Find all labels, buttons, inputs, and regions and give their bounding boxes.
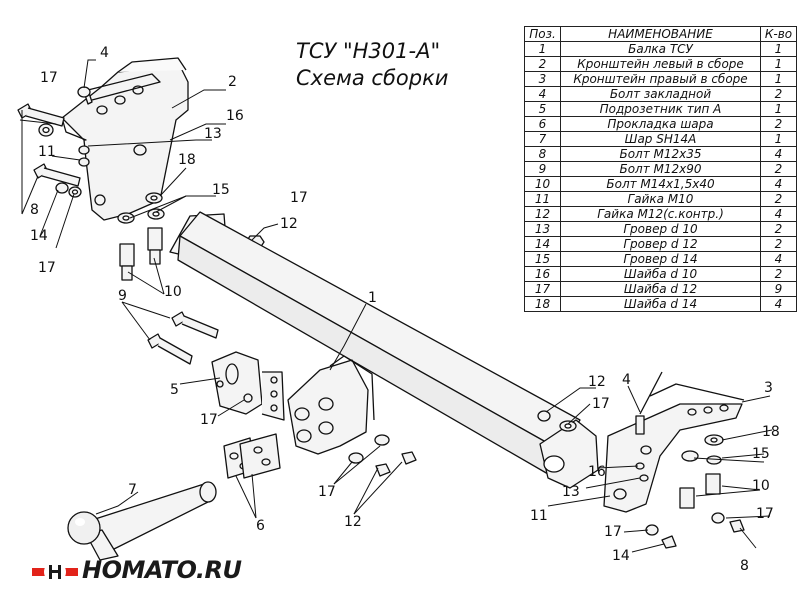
callout-10-right: 10 [752, 478, 770, 494]
callout-17-center: 17 [318, 484, 336, 500]
callout-8-left: 8 [30, 202, 39, 218]
callout-16-left: 16 [226, 108, 244, 124]
callout-13-right: 13 [562, 484, 580, 500]
callout-6: 6 [256, 518, 265, 534]
callout-13-left: 13 [204, 126, 222, 142]
diagram-title: ТСУ "H301-A" Схема сборки [296, 38, 496, 92]
cell-name: Шайба d 14 [560, 296, 761, 312]
right-bracket [603, 383, 745, 513]
callout-17-right-low: 17 [604, 524, 622, 540]
socket-holder [211, 351, 285, 421]
callout-12-right: 12 [588, 374, 606, 390]
callout-11-left: 11 [38, 144, 56, 160]
callout-17-right-bolt: 17 [756, 506, 774, 522]
callout-4-left: 4 [100, 45, 109, 61]
cell-qty: 4 [760, 296, 797, 312]
cell-name: Кронштейн левый в сборе [560, 56, 761, 72]
callout-3: 3 [764, 380, 773, 396]
callout-17-right-top: 17 [592, 396, 610, 412]
brand-name: HOMATO.RU [82, 556, 242, 584]
callout-10-left: 10 [164, 284, 182, 300]
callout-1: 1 [368, 290, 377, 306]
left-closing-bolt [77, 73, 161, 105]
cell-name: Болт М12х90 [560, 161, 761, 177]
right-closing-bolt [635, 371, 663, 435]
cell-pos: 11 [524, 191, 561, 207]
leader-lines [19, 59, 773, 553]
callout-12-center: 12 [344, 514, 362, 530]
center-nut-set [348, 434, 417, 477]
header-pos: Поз. [524, 26, 561, 42]
cell-name: Болт М14х1,5х40 [560, 176, 761, 192]
beam-mount-plate [287, 355, 375, 455]
title-model: ТСУ "H301-A" [296, 39, 441, 63]
callout-17-left-low: 17 [38, 260, 56, 276]
callout-16-right: 16 [588, 464, 606, 480]
callout-5: 5 [170, 382, 179, 398]
callout-14-left: 14 [30, 228, 48, 244]
right-fasteners [537, 410, 745, 549]
left-bolt-set [117, 192, 165, 281]
parts-table-header: Поз. НАИМЕНОВАНИЕ К-во [524, 26, 797, 42]
callout-9: 9 [118, 288, 127, 304]
cell-qty: 2 [760, 236, 797, 252]
callout-17-left-top: 17 [40, 70, 58, 86]
callout-numbers: 4 2 16 13 17 11 18 15 17 12 8 14 17 10 9… [30, 45, 780, 574]
callout-4-right: 4 [622, 372, 631, 388]
callout-18-right: 18 [762, 424, 780, 440]
tow-ball [67, 481, 217, 561]
title-subtitle: Схема сборки [296, 66, 449, 90]
cell-name: Подрозетник тип А [560, 101, 761, 117]
callout-11-right: 11 [530, 508, 548, 524]
callout-15-left: 15 [212, 182, 230, 198]
brand-logo: HOMATO.RU [30, 550, 242, 594]
callout-7: 7 [128, 482, 137, 498]
callout-8-right: 8 [740, 558, 749, 574]
main-beam [169, 211, 599, 489]
cell-pos: 17 [524, 281, 561, 297]
cell-name: Прокладка шара [560, 116, 761, 132]
callout-14-right: 14 [612, 548, 630, 564]
cell-qty: 1 [760, 101, 797, 117]
ball-spacer-plates [223, 433, 281, 479]
brand-emblem-icon [32, 561, 78, 583]
callout-2: 2 [228, 74, 237, 90]
left-bracket [61, 57, 189, 221]
callout-18-left: 18 [178, 152, 196, 168]
callout-12-left: 12 [280, 216, 298, 232]
callout-17-socket: 17 [200, 412, 218, 428]
long-bolts [147, 311, 219, 365]
cell-pos: 18 [524, 296, 561, 312]
callout-17-left-nut: 17 [290, 190, 308, 206]
cell-name: Шайба d 12 [560, 281, 761, 297]
callout-15-right: 15 [752, 446, 770, 462]
cell-name: Болт закладной [560, 86, 761, 102]
